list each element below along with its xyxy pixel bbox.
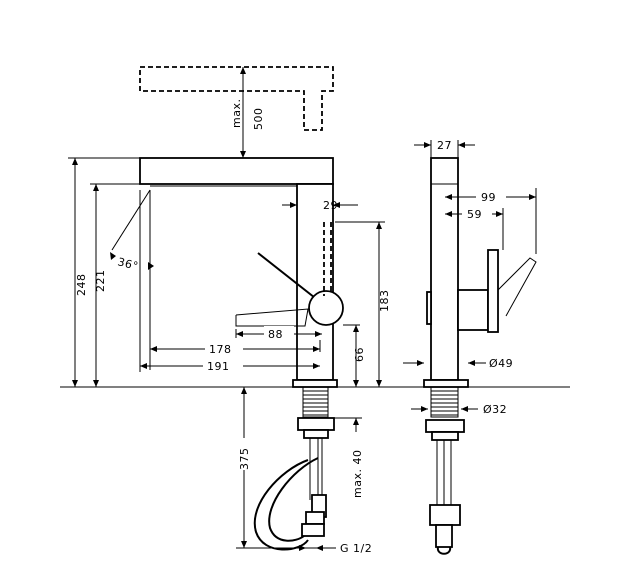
height-221-value: 221: [94, 270, 107, 293]
diameter-32-value: Ø32: [483, 403, 507, 416]
spout-depth-value: 29: [323, 199, 338, 212]
thread-value: G 1/2: [340, 542, 372, 555]
height-183-value: 183: [378, 290, 391, 313]
side-body: [430, 157, 459, 381]
diameter-49-value: Ø49: [489, 357, 513, 370]
side-threaded-shank: [430, 386, 459, 418]
side-width-value: 27: [437, 139, 452, 152]
mounting-nut: [297, 417, 335, 431]
side-base-flange: [423, 379, 469, 388]
lever-open-position: [235, 308, 309, 327]
front-view: max. 500 248 221 36° 29 183: [60, 66, 570, 555]
reach-191-value: 191: [207, 360, 230, 373]
reach-178-value: 178: [209, 343, 232, 356]
angle-value: 36°: [116, 255, 140, 273]
side-handle: [457, 289, 489, 331]
side-99-value: 99: [481, 191, 496, 204]
base-flange: [292, 379, 338, 388]
threaded-shank: [302, 386, 329, 418]
lever-knob: [308, 290, 344, 326]
spout: [139, 157, 334, 185]
side-view: 27 99 59 Ø49 Ø32: [403, 139, 537, 555]
hose-375-value: 375: [238, 448, 251, 471]
max-label: max.: [230, 99, 243, 128]
angle-line: [111, 189, 151, 251]
shank-max-value: max. 40: [351, 450, 364, 498]
mounting-washer: [303, 429, 329, 439]
side-59-value: 59: [467, 208, 482, 221]
supply-hose: [253, 459, 309, 551]
max-height-envelope: [139, 66, 334, 131]
height-248-value: 248: [75, 274, 88, 297]
lever-88-value: 88: [268, 328, 283, 341]
max-height-value: 500: [252, 108, 265, 131]
height-66-value: 66: [353, 347, 366, 362]
